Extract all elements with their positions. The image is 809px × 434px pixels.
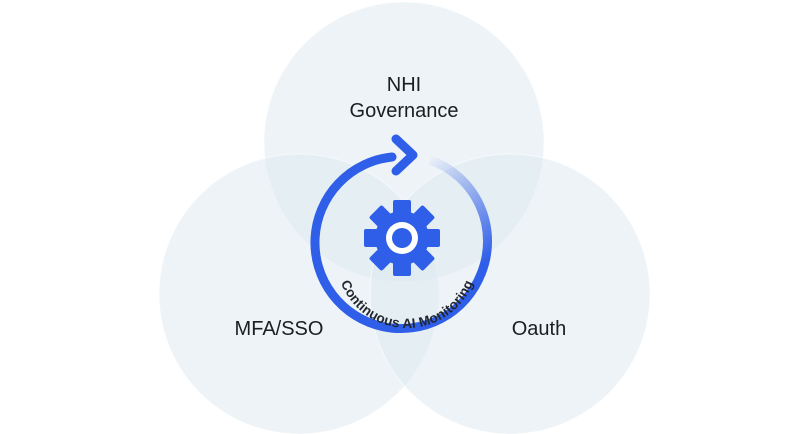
label-mfa-sso: MFA/SSO (235, 318, 324, 340)
label-oauth: Oauth (512, 318, 566, 340)
venn-circles (158, 1, 651, 434)
gear-icon (364, 200, 440, 276)
label-nhi-line2: Governance (350, 100, 459, 122)
circle-oauth (369, 153, 651, 434)
cycle-arrow-icon (310, 134, 492, 333)
label-nhi-line1: NHI (387, 74, 421, 96)
